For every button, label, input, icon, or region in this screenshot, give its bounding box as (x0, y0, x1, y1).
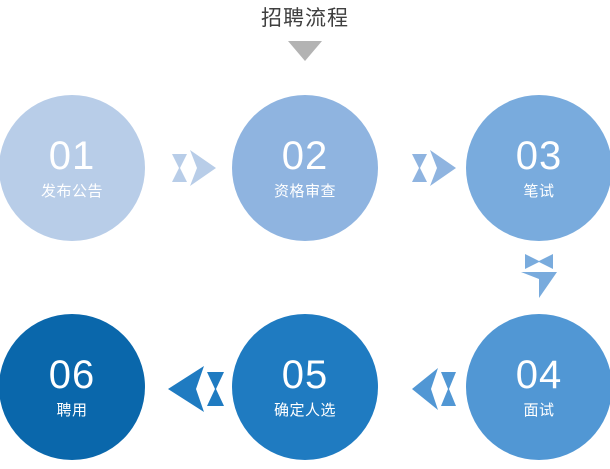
step-label: 发布公告 (40, 183, 103, 200)
step-label: 笔试 (523, 183, 555, 200)
step-circle-02[interactable]: 02 资格审查 (232, 95, 378, 241)
step-number: 04 (515, 353, 563, 397)
step-circle-01[interactable]: 01 发布公告 (0, 95, 145, 241)
step-number: 02 (281, 134, 329, 178)
step-label: 聘用 (56, 402, 88, 419)
step-circle-05[interactable]: 05 确定人选 (232, 314, 378, 460)
step-number: 05 (281, 353, 329, 397)
step-label: 资格审查 (273, 183, 336, 200)
step-label: 确定人选 (273, 402, 336, 419)
diagram-title: 招聘流程 (261, 7, 349, 30)
arrow-step3-to-step4 (511, 248, 567, 304)
step-circle-06[interactable]: 06 聘用 (0, 314, 145, 460)
arrow-step1-to-step2 (166, 140, 222, 196)
arrow-step5-to-step6 (160, 358, 230, 420)
step-number: 03 (515, 134, 563, 178)
step-number: 06 (48, 353, 96, 397)
arrow-step2-to-step3 (406, 140, 462, 196)
diagram-title-block: 招聘流程 (0, 6, 610, 61)
triangle-down-icon (288, 41, 322, 61)
step-label: 面试 (523, 402, 555, 419)
step-circle-04[interactable]: 04 面试 (466, 314, 610, 460)
step-circle-03[interactable]: 03 笔试 (466, 95, 610, 241)
step-number: 01 (48, 134, 96, 178)
arrow-step4-to-step5 (400, 358, 462, 420)
